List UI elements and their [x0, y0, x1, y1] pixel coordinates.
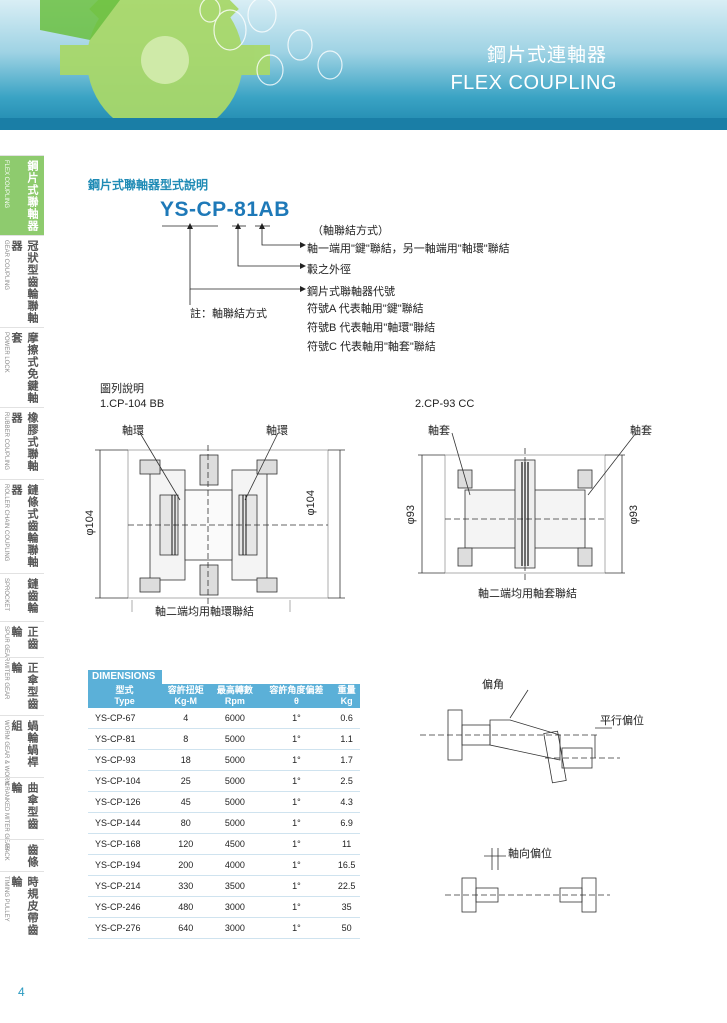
figure-1-dim-right: φ104: [305, 490, 317, 516]
figure-1-title: 1.CP-104 BB: [100, 398, 165, 410]
sidebar-item-sublabel: WORM GEAR & WORM: [3, 720, 9, 786]
sidebar-item-sublabel: RUBBER COUPLING: [3, 412, 9, 471]
sidebar-item-sublabel: MITER GEAR: [3, 662, 9, 700]
category-sidebar: 鋼片式聯軸器 FLEX COUPLING 冠狀型齒輪聯軸器 GEAR COUPL…: [0, 155, 44, 945]
sidebar-item-sublabel: SPROCKET: [3, 578, 9, 612]
model-desc-line: 鋼片式聯軸器代號: [307, 286, 395, 298]
sidebar-item-label: 正傘型齒輪: [10, 662, 38, 710]
coupling-drawing-cc: [418, 432, 637, 580]
sidebar-item-cranked-miter-gear[interactable]: 曲傘型齒輪 CRANKED MITER GEAR: [0, 777, 44, 850]
sidebar-item-flex-coupling[interactable]: 鋼片式聯軸器 FLEX COUPLING: [0, 155, 44, 236]
angle-offset-label: 偏角: [482, 679, 504, 691]
figure-2-dim-left: φ93: [405, 505, 417, 525]
figure-1-caption: 軸二端均用軸環聯結: [155, 606, 254, 618]
dimensions-tag: DIMENSIONS: [88, 670, 162, 684]
header-banner: 鋼片式連軸器 FLEX COUPLING: [0, 0, 727, 130]
model-desc-line: 符號B 代表軸用"軸環"聯結: [307, 322, 436, 334]
legend-heading: 圖列說明: [100, 383, 144, 395]
connection-note: 註：軸聯結方式: [190, 308, 267, 320]
sidebar-item-sublabel: FLEX COUPLING: [3, 160, 9, 209]
misalignment-axial-diagram: [445, 848, 610, 913]
axial-offset-label: 軸向偏位: [508, 848, 552, 860]
model-desc-line: 符號A 代表軸用"鍵"聯結: [307, 303, 424, 315]
figure-2-label-right: 軸套: [630, 425, 652, 437]
sidebar-item-sublabel: POWER LOCK: [3, 332, 9, 373]
sidebar-item-sprocket[interactable]: 鏈齒輪 SPROCKET: [0, 573, 44, 622]
sidebar-item-miter-gear[interactable]: 正傘型齒輪 MITER GEAR: [0, 657, 44, 716]
sidebar-item-label: 鋼片式聯軸器: [26, 160, 38, 232]
model-desc-line: 轂之外徑: [307, 264, 351, 276]
figure-1-label-right: 軸環: [266, 425, 288, 437]
gear-graphic-icon: [0, 0, 727, 130]
sidebar-item-label: 冠狀型齒輪聯軸器: [10, 240, 38, 324]
sidebar-item-timing-pulley[interactable]: 時規皮帶齒輪 TIMING PULLEY: [0, 871, 44, 946]
sidebar-item-label: 時規皮帶齒輪: [10, 876, 38, 936]
coupling-drawing-bb: [95, 432, 345, 612]
sidebar-item-worm-gear[interactable]: 蝸輪蝸桿組 WORM GEAR & WORM: [0, 715, 44, 785]
figure-1-dim-left: φ104: [84, 510, 96, 536]
model-desc-line: 符號C 代表軸用"軸套"聯結: [307, 341, 436, 353]
sidebar-item-power-lock[interactable]: 摩擦式免鍵軸套 POWER LOCK: [0, 327, 44, 408]
crosshatch-rings: [171, 495, 247, 555]
sidebar-item-label: 曲傘型齒輪: [10, 782, 38, 830]
figure-2-caption: 軸二端均用軸套聯結: [478, 588, 577, 600]
model-desc-line: （軸聯結方式）: [312, 225, 389, 237]
sidebar-item-sublabel: SPUR GEAR: [3, 626, 9, 662]
parallel-offset-label: 平行偏位: [600, 715, 644, 727]
sidebar-item-gear-coupling[interactable]: 冠狀型齒輪聯軸器 GEAR COUPLING: [0, 235, 44, 328]
sidebar-item-sublabel: GEAR COUPLING: [3, 240, 9, 291]
sidebar-item-label: 摩擦式免鍵軸套: [10, 332, 38, 404]
sidebar-item-sublabel: CRANKED MITER GEAR: [3, 782, 9, 851]
misalignment-angle-diagram: [420, 689, 620, 784]
sidebar-item-spur-gear[interactable]: 正齒輪 SPUR GEAR: [0, 621, 44, 662]
header-title-cn: 鋼片式連軸器: [486, 45, 607, 66]
sidebar-item-roller-chain-coupling[interactable]: 鏈條式齒輪聯軸器 ROLLER CHAIN COUPLING: [0, 479, 44, 574]
sidebar-item-label: 鏈條式齒輪聯軸器: [10, 484, 38, 568]
sidebar-item-label: 齒條: [26, 844, 38, 868]
sidebar-item-rack[interactable]: 齒條 RACK: [0, 839, 44, 872]
figure-2-label-left: 軸套: [428, 425, 450, 437]
sidebar-item-label: 橡膠式聯軸器: [10, 412, 38, 472]
sidebar-item-rubber-coupling[interactable]: 橡膠式聯軸器 RUBBER COUPLING: [0, 407, 44, 480]
sidebar-item-label: 蝸輪蝸桿組: [10, 720, 38, 768]
page-number: 4: [18, 985, 25, 999]
figure-2-dim-right: φ93: [628, 505, 640, 525]
model-code-leader-lines: [162, 223, 306, 305]
sidebar-item-sublabel: RACK: [3, 844, 9, 861]
section-title: 鋼片式聯軸器型式說明: [88, 178, 209, 192]
model-code: YS-CP-81AB: [160, 198, 290, 221]
model-desc-line: 軸一端用"鍵"聯結，另一軸端用"軸環"聯結: [307, 243, 510, 255]
sidebar-item-label: 正齒輪: [10, 626, 38, 650]
sidebar-item-sublabel: ROLLER CHAIN COUPLING: [3, 484, 9, 562]
sidebar-item-label: 鏈齒輪: [26, 578, 38, 614]
crosshatch-plates: [521, 462, 529, 566]
figure-2-title: 2.CP-93 CC: [415, 398, 475, 410]
sidebar-item-sublabel: TIMING PULLEY: [3, 876, 9, 922]
figure-1-label-left: 軸環: [122, 425, 144, 437]
header-title-en: FLEX COUPLING: [450, 72, 617, 94]
